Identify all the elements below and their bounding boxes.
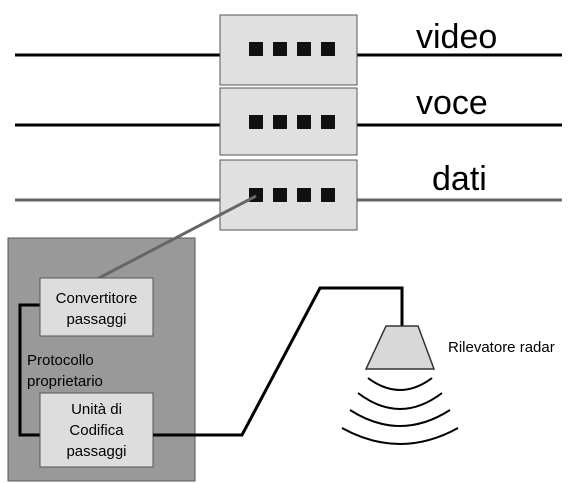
dati-switch-port	[273, 188, 287, 202]
converter-box: Convertitore passaggi	[39, 277, 154, 337]
radar-detector: Rilevatore radar	[341, 325, 555, 445]
dati-uplink-cable	[98, 194, 257, 280]
protocol-label-line2: proprietario	[27, 373, 103, 390]
encoder-module	[39, 392, 154, 468]
radar-wave-4	[341, 427, 459, 445]
voce-network: voce	[15, 84, 562, 156]
video-switch-port	[321, 42, 335, 56]
video-switch-port	[249, 42, 263, 56]
encoder-label-line3: passaggi	[66, 443, 126, 460]
dati-switch	[219, 159, 358, 231]
converter-label-line2: passaggi	[66, 311, 126, 328]
voce-switch	[219, 87, 358, 156]
dati-label: dati	[432, 160, 487, 198]
video-switch-port	[297, 42, 311, 56]
radar-body	[364, 325, 436, 370]
protocol-label-line1: Protocollo	[27, 352, 94, 369]
voce-switch-port	[249, 115, 263, 129]
dati-switch-port	[297, 188, 311, 202]
radar-wave-1	[367, 377, 433, 391]
video-label: video	[416, 18, 497, 56]
voce-switch-port	[321, 115, 335, 129]
radar-label: Rilevatore radar	[448, 339, 555, 356]
voce-switch-port	[273, 115, 287, 129]
video-network: video	[15, 14, 562, 86]
video-switch	[219, 14, 358, 86]
dati-switch-port	[321, 188, 335, 202]
radar-cable	[153, 286, 404, 437]
encoder-label-line1: Unità di	[71, 401, 122, 418]
dati-network: dati	[15, 159, 562, 231]
radar-wave-3	[349, 409, 451, 427]
voce-label: voce	[416, 84, 488, 122]
voce-switch-port	[297, 115, 311, 129]
encoder-box: Unità di Codifica passaggi	[39, 392, 154, 468]
converter-label-line1: Convertitore	[56, 290, 138, 307]
video-switch-port	[273, 42, 287, 56]
converter-module	[39, 277, 154, 337]
protocol-link	[18, 303, 40, 437]
encoder-label-line2: Codifica	[69, 422, 124, 439]
radar-wave-2	[357, 392, 443, 410]
